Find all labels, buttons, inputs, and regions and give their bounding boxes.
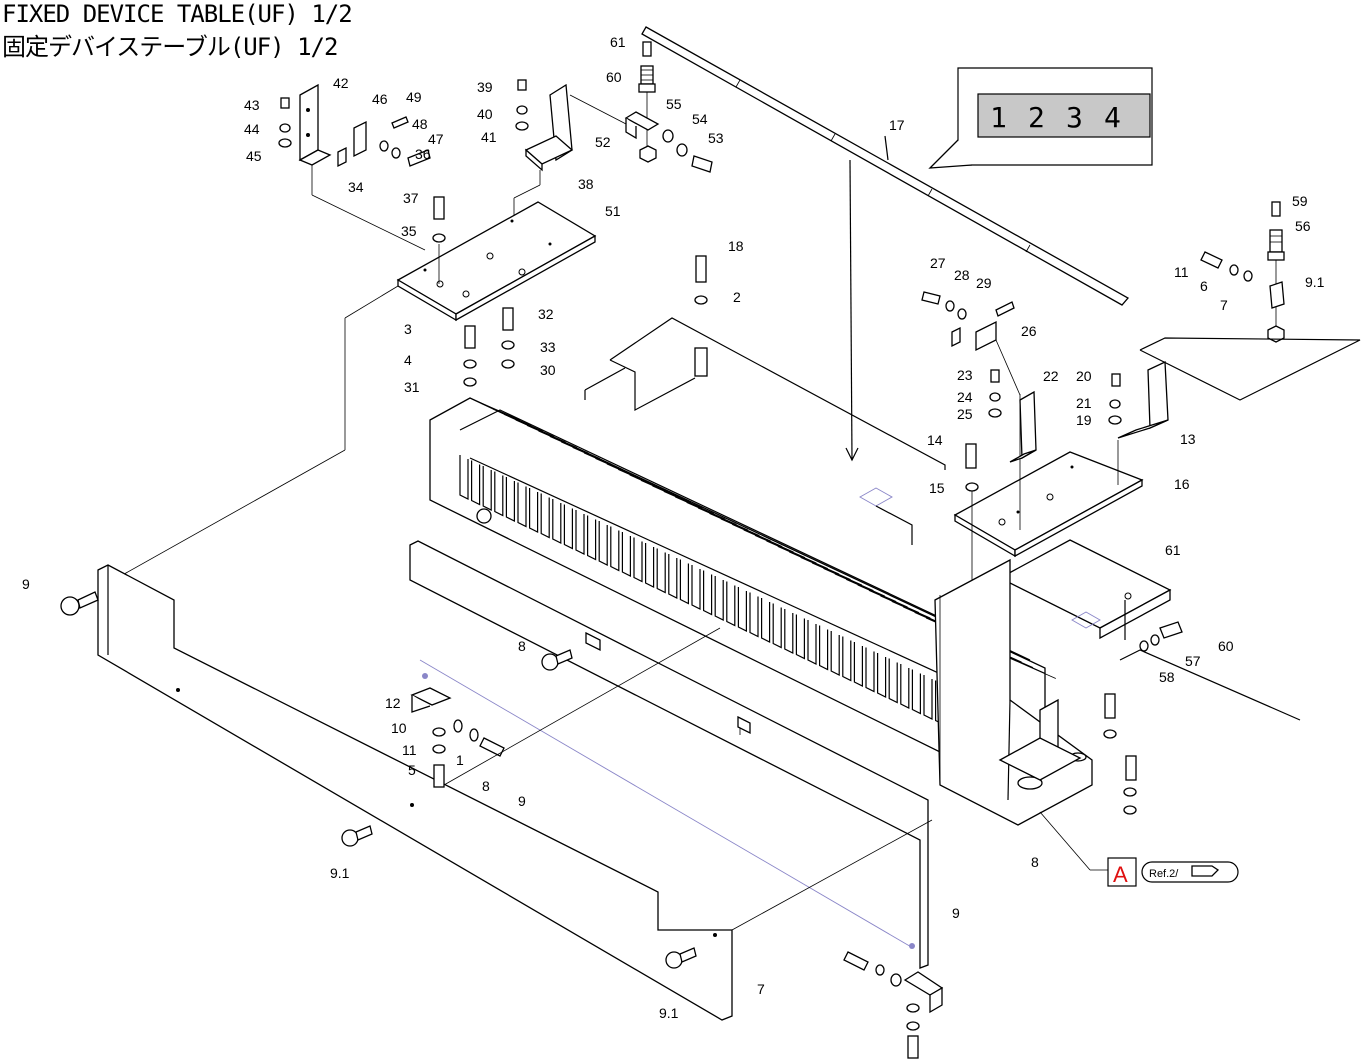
- part-callout: 8: [518, 638, 526, 654]
- part-callout: 25: [957, 406, 973, 422]
- part-callout: 29: [976, 275, 992, 291]
- part-callout: 38: [578, 176, 594, 192]
- part-callout: 39: [477, 79, 493, 95]
- part-callout: 36: [415, 146, 431, 162]
- part-callout: 9: [22, 576, 30, 592]
- part-callout: 19: [1076, 412, 1092, 428]
- tray-part-13: [1000, 540, 1170, 640]
- part-callout: 33: [540, 339, 556, 355]
- part-callout: 1: [456, 752, 464, 768]
- part-callout: 10: [391, 720, 407, 736]
- part-callout: 11: [1174, 264, 1189, 280]
- part-callout: 12: [385, 695, 401, 711]
- part-callout: 17: [889, 117, 905, 133]
- part-callout: 55: [666, 96, 682, 112]
- part-callout: 48: [412, 116, 428, 132]
- part-callout: 27: [930, 255, 946, 271]
- part-callout: 13: [1180, 431, 1196, 447]
- part-callout: 57: [1185, 653, 1201, 669]
- part-callout: 44: [244, 121, 260, 137]
- part-callout: 51: [605, 203, 621, 219]
- part-callout: 34: [348, 179, 364, 195]
- part-callout: 28: [954, 267, 970, 283]
- part-callout: 21: [1076, 395, 1092, 411]
- part-callout: 41: [481, 129, 497, 145]
- reference-letter: A: [1113, 862, 1128, 887]
- part-callout: 40: [477, 106, 493, 122]
- part-callout: 43: [244, 97, 260, 113]
- part-callout: 61: [610, 34, 626, 50]
- right-clamp-assembly-56-61: [1140, 202, 1360, 400]
- part-callout: 8: [1031, 854, 1039, 870]
- part-callout: 60: [1218, 638, 1234, 654]
- part-callout: 49: [406, 89, 422, 105]
- part-callout: 58: [1159, 669, 1175, 685]
- part-callout: 47: [428, 131, 444, 147]
- part-callout: 7: [757, 981, 765, 997]
- part-callout: 9.1: [659, 1005, 679, 1021]
- reference-label: Ref.2/: [1149, 868, 1179, 880]
- part-callout: 8: [482, 778, 490, 794]
- part-callout: 22: [1043, 368, 1059, 384]
- part-callout: 37: [403, 190, 419, 206]
- part-callout: 52: [595, 134, 611, 150]
- part-callout: 6: [1200, 278, 1208, 294]
- part-callout: 16: [1174, 476, 1190, 492]
- part-callout: 60: [606, 69, 622, 85]
- part-callout: 35: [401, 223, 417, 239]
- part-callout: 54: [692, 111, 708, 127]
- part-callout: 9.1: [330, 865, 350, 881]
- part-callout: 23: [957, 367, 973, 383]
- part-callout: 61: [1165, 542, 1181, 558]
- sheet-page-number: 4: [1104, 101, 1121, 134]
- part-callout: 20: [1076, 368, 1092, 384]
- sheet-page-number: 3: [1066, 101, 1083, 134]
- part-callout: 9: [952, 905, 960, 921]
- part-callout: 2: [733, 289, 741, 305]
- part-callout: 59: [1292, 193, 1308, 209]
- part-callout: 9: [518, 793, 526, 809]
- pointing-hand-icon: [1192, 866, 1218, 876]
- part-callout: 7: [1220, 297, 1228, 313]
- part-callout: 31: [404, 379, 420, 395]
- part-callout: 18: [728, 238, 744, 254]
- reference-marker: A Ref.2/: [1040, 812, 1238, 887]
- part-callout: 4: [404, 352, 412, 368]
- bracket-38-assembly: [514, 80, 628, 215]
- part-callout: 46: [372, 91, 388, 107]
- part-callout: 24: [957, 389, 973, 405]
- part-callout: 15: [929, 480, 945, 496]
- part-callout: 3: [404, 321, 412, 337]
- part-callout: 14: [927, 432, 943, 448]
- part-callout: 11: [402, 742, 417, 758]
- part-callout: 30: [540, 362, 556, 378]
- part-callout: 45: [246, 148, 262, 164]
- sheet-page-number: 1: [990, 101, 1007, 134]
- part-callout: 32: [538, 306, 554, 322]
- part-callout: 42: [333, 75, 349, 91]
- part-callout: 56: [1295, 218, 1311, 234]
- sheet-page-number: 2: [1028, 101, 1045, 134]
- part-callout: 53: [708, 130, 724, 146]
- part-callout: 26: [1021, 323, 1037, 339]
- part-callout: 5: [408, 762, 416, 778]
- strip-part-51: [642, 27, 1128, 460]
- part-callout: 9.1: [1305, 274, 1325, 290]
